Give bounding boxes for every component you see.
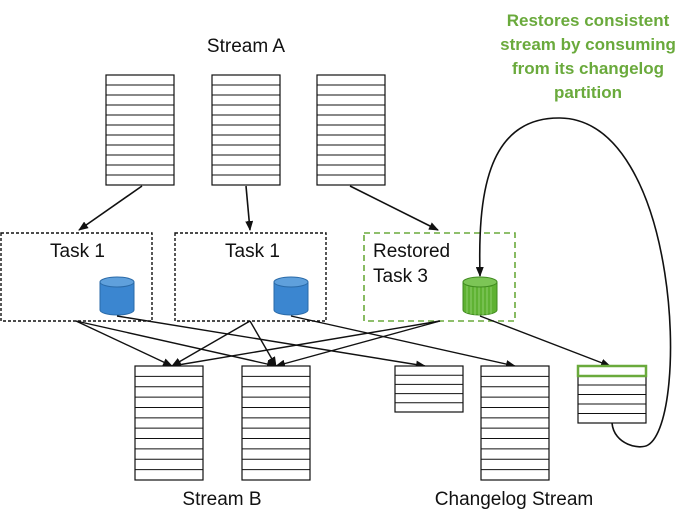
task-1b-label: Task 1 xyxy=(225,241,280,262)
arrow-task1b-changelog2 xyxy=(290,315,516,368)
stream-b-partition-2 xyxy=(241,365,311,481)
arrow-partition3-task3 xyxy=(349,185,439,231)
restored-task-3-label-line2: Task 3 xyxy=(373,266,428,287)
annotation-line-3: from its changelog xyxy=(512,59,664,78)
partition-frame xyxy=(316,74,386,186)
changelog-partition-3-highlight xyxy=(576,364,648,378)
arrow-task3-streamb2 xyxy=(275,320,441,368)
restore-annotation: Restores consistent stream by consuming … xyxy=(500,11,676,102)
restore-curve-arrow xyxy=(475,117,672,448)
stream-a-partitions xyxy=(105,74,386,186)
partition-frame xyxy=(394,365,464,413)
partition-frame xyxy=(211,74,281,186)
restored-task-3-label-line1: Restored xyxy=(373,241,450,262)
arrow-task1-streamb2 xyxy=(75,320,277,368)
arrow-task3-streamb1 xyxy=(171,320,441,369)
annotation-line-2: stream by consuming xyxy=(500,35,676,54)
input-arrows xyxy=(78,185,439,231)
partition-frame xyxy=(105,74,175,186)
partition-frame xyxy=(134,365,204,481)
arrow-task1b-streamb2 xyxy=(249,320,277,367)
partition-frame xyxy=(241,365,311,481)
stream-a-partition-3 xyxy=(316,74,386,186)
stream-a-partition-1 xyxy=(105,74,175,186)
arrow-task3-changelog3 xyxy=(479,315,611,367)
task-1-state-store-icon xyxy=(99,276,135,316)
stream-b-label: Stream B xyxy=(182,489,261,510)
changelog-stream-partitions xyxy=(394,364,648,481)
stream-a-partition-2 xyxy=(211,74,281,186)
changelog-partition-2 xyxy=(480,365,550,481)
stream-b-partitions xyxy=(134,365,311,481)
annotation-line-1: Restores consistent xyxy=(507,11,670,30)
arrow-task1-changelog1 xyxy=(116,315,426,369)
changelog-stream-label: Changelog Stream xyxy=(435,489,593,510)
task-1b-state-store-icon xyxy=(273,276,309,316)
task-1-box xyxy=(0,232,153,322)
changelog-partition-1 xyxy=(394,365,464,413)
annotation-line-4: partition xyxy=(554,83,622,102)
task-1b-box xyxy=(174,232,327,322)
arrow-task1-streamb1 xyxy=(75,320,173,367)
changelog-partition-3 xyxy=(577,365,647,424)
arrow-partition2-task1b xyxy=(245,185,254,231)
stream-b-partition-1 xyxy=(134,365,204,481)
partition-frame xyxy=(480,365,550,481)
arrow-partition1-task1 xyxy=(78,185,143,231)
task-1-label: Task 1 xyxy=(50,241,105,262)
stream-a-label: Stream A xyxy=(207,36,285,57)
arrow-task1b-streamb1 xyxy=(171,320,251,367)
output-arrows xyxy=(75,315,611,369)
task-3-restored-state-store-icon xyxy=(462,276,498,316)
